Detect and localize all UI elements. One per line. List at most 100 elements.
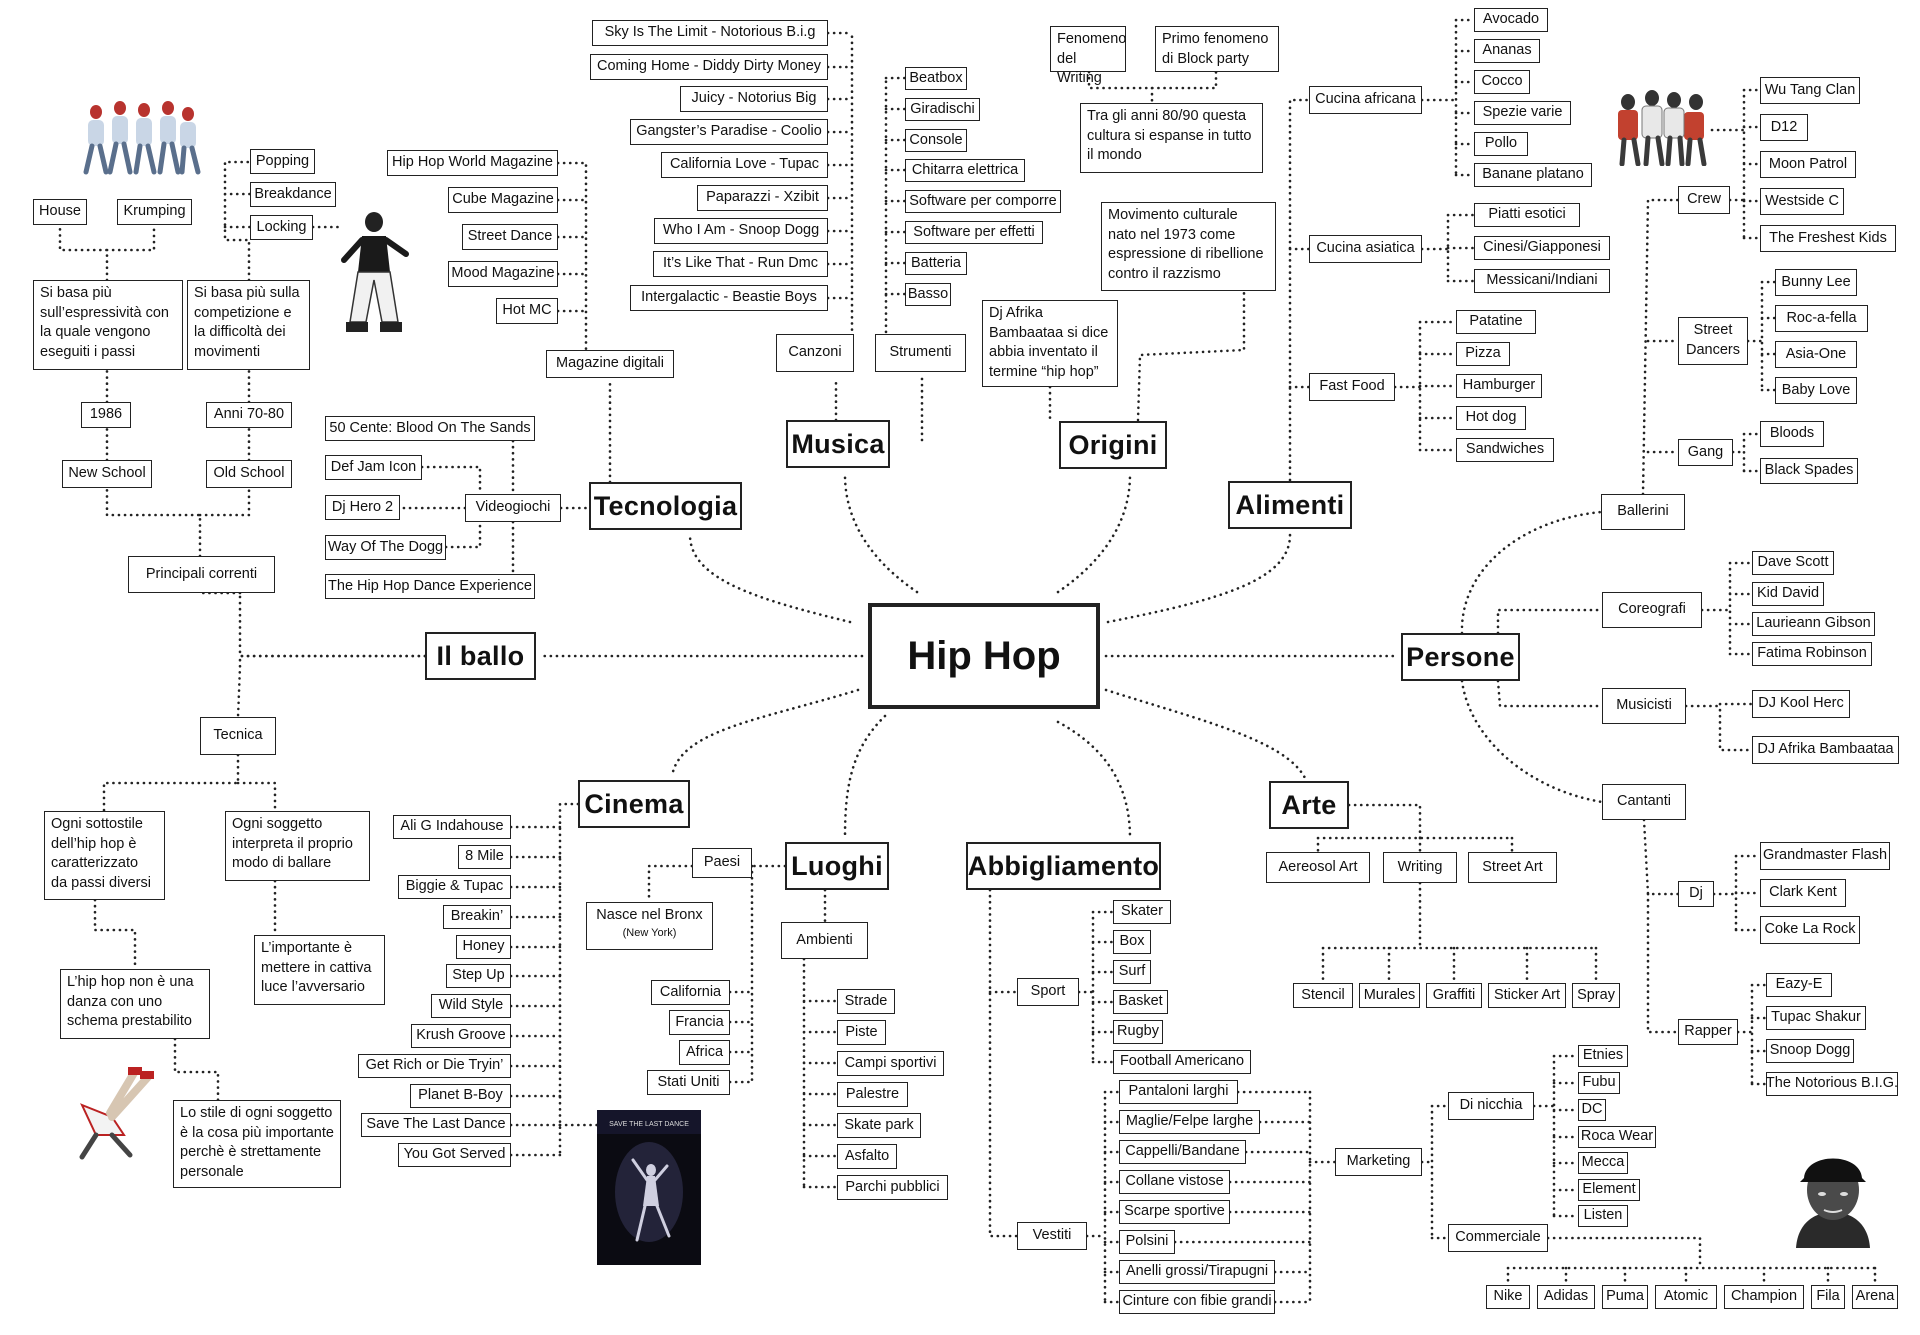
food-item[interactable]: Hamburger: [1456, 374, 1542, 398]
ballo-principali-correnti[interactable]: Principali correnti: [128, 556, 275, 593]
clothing-item[interactable]: Polsini: [1119, 1230, 1175, 1254]
videogame-item[interactable]: Dj Hero 2: [325, 495, 400, 520]
persone-gang[interactable]: Gang: [1678, 439, 1733, 466]
luoghi-ambienti[interactable]: Ambienti: [781, 922, 868, 959]
instrument-item[interactable]: Software per comporre: [905, 190, 1061, 213]
origini-movimento[interactable]: Movimento culturale nato nel 1973 come e…: [1101, 202, 1276, 291]
instrument-item[interactable]: Giradischi: [905, 98, 980, 121]
choreographer-item[interactable]: Kid David: [1752, 582, 1824, 606]
persone-musicisti[interactable]: Musicisti: [1602, 688, 1686, 724]
musician-item[interactable]: DJ Kool Herc: [1752, 690, 1850, 718]
food-item[interactable]: Avocado: [1474, 8, 1548, 32]
luoghi-paesi[interactable]: Paesi: [692, 848, 752, 878]
country-item[interactable]: Stati Uniti: [647, 1070, 730, 1095]
persone-dj[interactable]: Dj: [1678, 881, 1714, 907]
film-item[interactable]: Planet B-Boy: [410, 1084, 511, 1108]
abbigliamento-commerciale[interactable]: Commerciale: [1448, 1224, 1548, 1252]
ballo-non-danza[interactable]: L’hip hop non è una danza con uno schema…: [60, 969, 210, 1039]
film-item[interactable]: Ali G Indahouse: [393, 815, 511, 839]
luoghi-bronx[interactable]: Nasce nel Bronx (New York): [586, 902, 713, 950]
food-item[interactable]: Pizza: [1456, 342, 1510, 366]
clothing-item[interactable]: Collane vistose: [1119, 1170, 1230, 1194]
clothing-item[interactable]: Anelli grossi/Tirapugni: [1119, 1260, 1275, 1284]
ballo-popping[interactable]: Popping: [250, 149, 315, 174]
ballo-soggetto[interactable]: Ogni soggetto interpreta il proprio modo…: [225, 811, 370, 881]
ballo-breakdance[interactable]: Breakdance: [250, 182, 336, 207]
magazine-item[interactable]: Cube Magazine: [448, 187, 558, 213]
food-item[interactable]: Sandwiches: [1456, 438, 1554, 462]
videogame-item[interactable]: Way Of The Dogg: [325, 535, 446, 560]
clothing-item[interactable]: Maglie/Felpe larghe: [1119, 1110, 1260, 1134]
film-item[interactable]: Get Rich or Die Tryin’: [358, 1054, 511, 1078]
place-item[interactable]: Piste: [837, 1020, 886, 1045]
abbigliamento-sport[interactable]: Sport: [1017, 978, 1079, 1006]
brand-item[interactable]: Puma: [1602, 1285, 1648, 1309]
branch-luoghi[interactable]: Luoghi: [785, 842, 889, 890]
choreographer-item[interactable]: Laurieann Gibson: [1752, 612, 1875, 636]
musica-canzoni[interactable]: Canzoni: [776, 334, 854, 372]
instrument-item[interactable]: Beatbox: [905, 67, 967, 90]
food-item[interactable]: Piatti esotici: [1474, 203, 1580, 227]
rapper-item[interactable]: The Notorious B.I.G.: [1766, 1072, 1898, 1096]
film-item[interactable]: Krush Groove: [411, 1024, 511, 1048]
rapper-item[interactable]: Eazy-E: [1766, 973, 1832, 997]
instrument-item[interactable]: Console: [905, 129, 967, 152]
ballo-1986[interactable]: 1986: [81, 402, 131, 428]
food-item[interactable]: Banane platano: [1474, 163, 1592, 187]
food-item[interactable]: Pollo: [1474, 132, 1528, 156]
choreographer-item[interactable]: Dave Scott: [1752, 551, 1834, 575]
dj-item[interactable]: Clark Kent: [1760, 879, 1846, 907]
crew-item[interactable]: D12: [1760, 114, 1808, 141]
ballo-competizione[interactable]: Si basa più sulla competizione e la diff…: [187, 280, 310, 370]
food-item[interactable]: Hot dog: [1456, 406, 1526, 430]
brand-item[interactable]: Fila: [1811, 1285, 1845, 1309]
song-item[interactable]: Coming Home - Diddy Dirty Money: [590, 54, 828, 80]
film-item[interactable]: Biggie & Tupac: [398, 875, 511, 899]
alimenti-fast-food[interactable]: Fast Food: [1309, 373, 1395, 401]
origini-writing[interactable]: Fenomeno del Writing: [1050, 26, 1126, 86]
country-item[interactable]: Africa: [679, 1040, 730, 1065]
rapper-item[interactable]: Snoop Dogg: [1766, 1039, 1854, 1063]
song-item[interactable]: California Love - Tupac: [661, 152, 828, 178]
branch-il-ballo[interactable]: Il ballo: [425, 632, 536, 680]
branch-tecnologia[interactable]: Tecnologia: [589, 482, 742, 530]
ballo-tecnica[interactable]: Tecnica: [200, 717, 276, 755]
film-item[interactable]: 8 Mile: [458, 845, 511, 869]
song-item[interactable]: It’s Like That - Run Dmc: [653, 251, 828, 277]
song-item[interactable]: Intergalactic - Beastie Boys: [630, 285, 828, 311]
street-dancer-item[interactable]: Bunny Lee: [1775, 269, 1857, 296]
food-item[interactable]: Cocco: [1474, 70, 1530, 94]
magazine-item[interactable]: Hot MC: [496, 298, 558, 324]
place-item[interactable]: Strade: [837, 989, 895, 1014]
brand-item[interactable]: Arena: [1852, 1285, 1898, 1309]
street-dancer-item[interactable]: Baby Love: [1775, 377, 1857, 404]
sport-item[interactable]: Rugby: [1113, 1020, 1163, 1044]
film-item[interactable]: Honey: [456, 935, 511, 959]
art-item[interactable]: Stencil: [1293, 983, 1353, 1008]
crew-item[interactable]: Westside C: [1760, 188, 1844, 215]
crew-item[interactable]: Wu Tang Clan: [1760, 77, 1860, 104]
street-dancer-item[interactable]: Asia-One: [1775, 341, 1857, 368]
gang-item[interactable]: Bloods: [1760, 421, 1824, 447]
branch-arte[interactable]: Arte: [1269, 781, 1349, 829]
film-item[interactable]: Wild Style: [431, 994, 511, 1018]
ballo-sottostile[interactable]: Ogni sottostile dell’hip hop è caratteri…: [44, 811, 165, 900]
clothing-item[interactable]: Cinture con fibie grandi: [1119, 1290, 1275, 1314]
ballo-krumping[interactable]: Krumping: [117, 199, 192, 225]
branch-persone[interactable]: Persone: [1401, 633, 1520, 681]
film-item[interactable]: You Got Served: [398, 1143, 511, 1167]
tecnologia-magazine-digitali[interactable]: Magazine digitali: [546, 350, 674, 378]
branch-alimenti[interactable]: Alimenti: [1228, 481, 1352, 529]
rapper-item[interactable]: Tupac Shakur: [1766, 1006, 1866, 1030]
art-item[interactable]: Spray: [1572, 983, 1620, 1008]
choreographer-item[interactable]: Fatima Robinson: [1752, 642, 1872, 666]
persone-ballerini[interactable]: Ballerini: [1601, 494, 1685, 530]
persone-coreografi[interactable]: Coreografi: [1602, 592, 1702, 628]
branch-musica[interactable]: Musica: [786, 420, 890, 468]
place-item[interactable]: Skate park: [837, 1113, 921, 1138]
musician-item[interactable]: DJ Afrika Bambaataa: [1752, 736, 1899, 764]
clothing-item[interactable]: Scarpe sportive: [1119, 1200, 1230, 1224]
song-item[interactable]: Paparazzi - Xzibit: [697, 185, 828, 211]
tecnologia-videogiochi[interactable]: Videogiochi: [465, 494, 561, 522]
brand-item[interactable]: Roca Wear: [1578, 1126, 1656, 1148]
